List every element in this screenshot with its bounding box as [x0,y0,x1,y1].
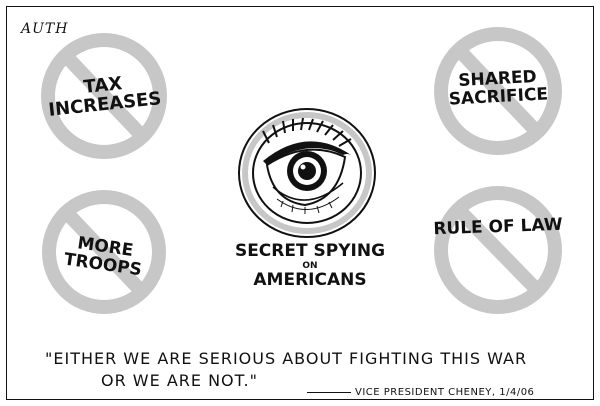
quote-attribution: Vice President Cheney, 1/4/06 [307,387,534,398]
prohibition-icon [41,33,167,159]
artist-signature: AUTH [21,21,69,37]
no-tax-increases-sign: Tax Increases [37,31,171,161]
no-more-troops-sign: More Troops [37,187,171,317]
attribution-text: Vice President Cheney, 1/4/06 [355,387,535,398]
prohibition-icon [434,186,562,314]
quote-line-2: or we are not." [101,371,258,390]
spying-eye-ring [233,103,381,243]
eye-icon [238,108,376,238]
cartoon-panel: AUTH Tax Increases Shared Sacrifice More… [6,6,594,400]
no-shared-sacrifice-sign: Shared Sacrifice [431,25,565,157]
caption-line-3: Americans [253,270,367,291]
center-caption: Secret Spying on Americans [225,241,395,291]
quote-line-1: "Either we are serious about fighting th… [45,349,528,368]
attribution-dash [307,391,351,393]
caption-line-1: Secret Spying [234,241,386,261]
prohibition-icon [42,190,166,314]
prohibition-icon [434,27,562,155]
no-rule-of-law-sign: Rule of Law [431,183,565,317]
sign-label: Shared Sacrifice [448,66,549,110]
caption-line-2: on [302,260,318,271]
